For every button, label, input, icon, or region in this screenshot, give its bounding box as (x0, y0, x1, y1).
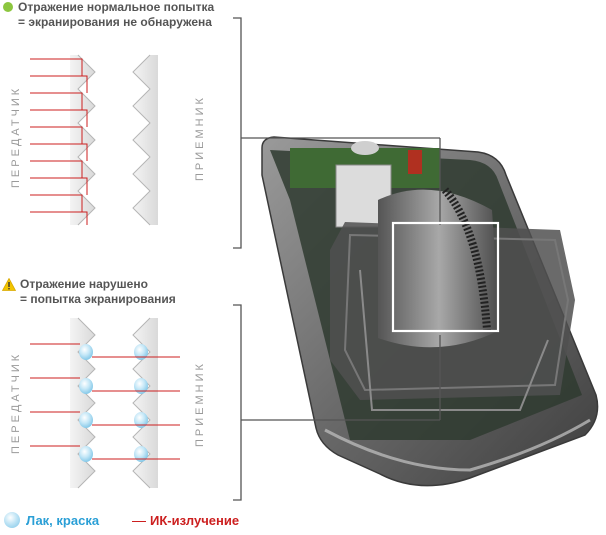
varnish-legend-label: Лак, краска (26, 513, 100, 528)
ir-legend-label: ИК-излучение (150, 513, 240, 528)
top-receiver-grating (132, 54, 158, 226)
ir-legend-line (132, 521, 146, 522)
callout-lines (233, 17, 441, 501)
varnish-legend-icon (4, 512, 20, 528)
normal-reflection-title-line2: = экранирования не обнаружена (18, 15, 212, 29)
status-ok-icon (3, 2, 13, 12)
bottom-ir-beams (30, 343, 180, 460)
bottom-receiver-grating (132, 317, 158, 489)
normal-reflection-title-line1: Отражение нормальное попытка (18, 0, 215, 14)
warning-icon (2, 278, 16, 291)
varnish-drops (79, 344, 148, 462)
top-ir-beams (30, 58, 88, 225)
highlight-box (391, 221, 500, 333)
disturbed-reflection-title-line1: Отражение нарушено (20, 277, 148, 291)
disturbed-reflection-title: Отражение нарушено = попытка экранирован… (20, 277, 176, 307)
lens (378, 189, 500, 348)
normal-reflection-title: Отражение нормальное попытка = экраниров… (18, 0, 214, 30)
motion-detector-illustration (261, 136, 599, 487)
disturbed-reflection-title-line2: = попытка экранирования (20, 292, 176, 306)
